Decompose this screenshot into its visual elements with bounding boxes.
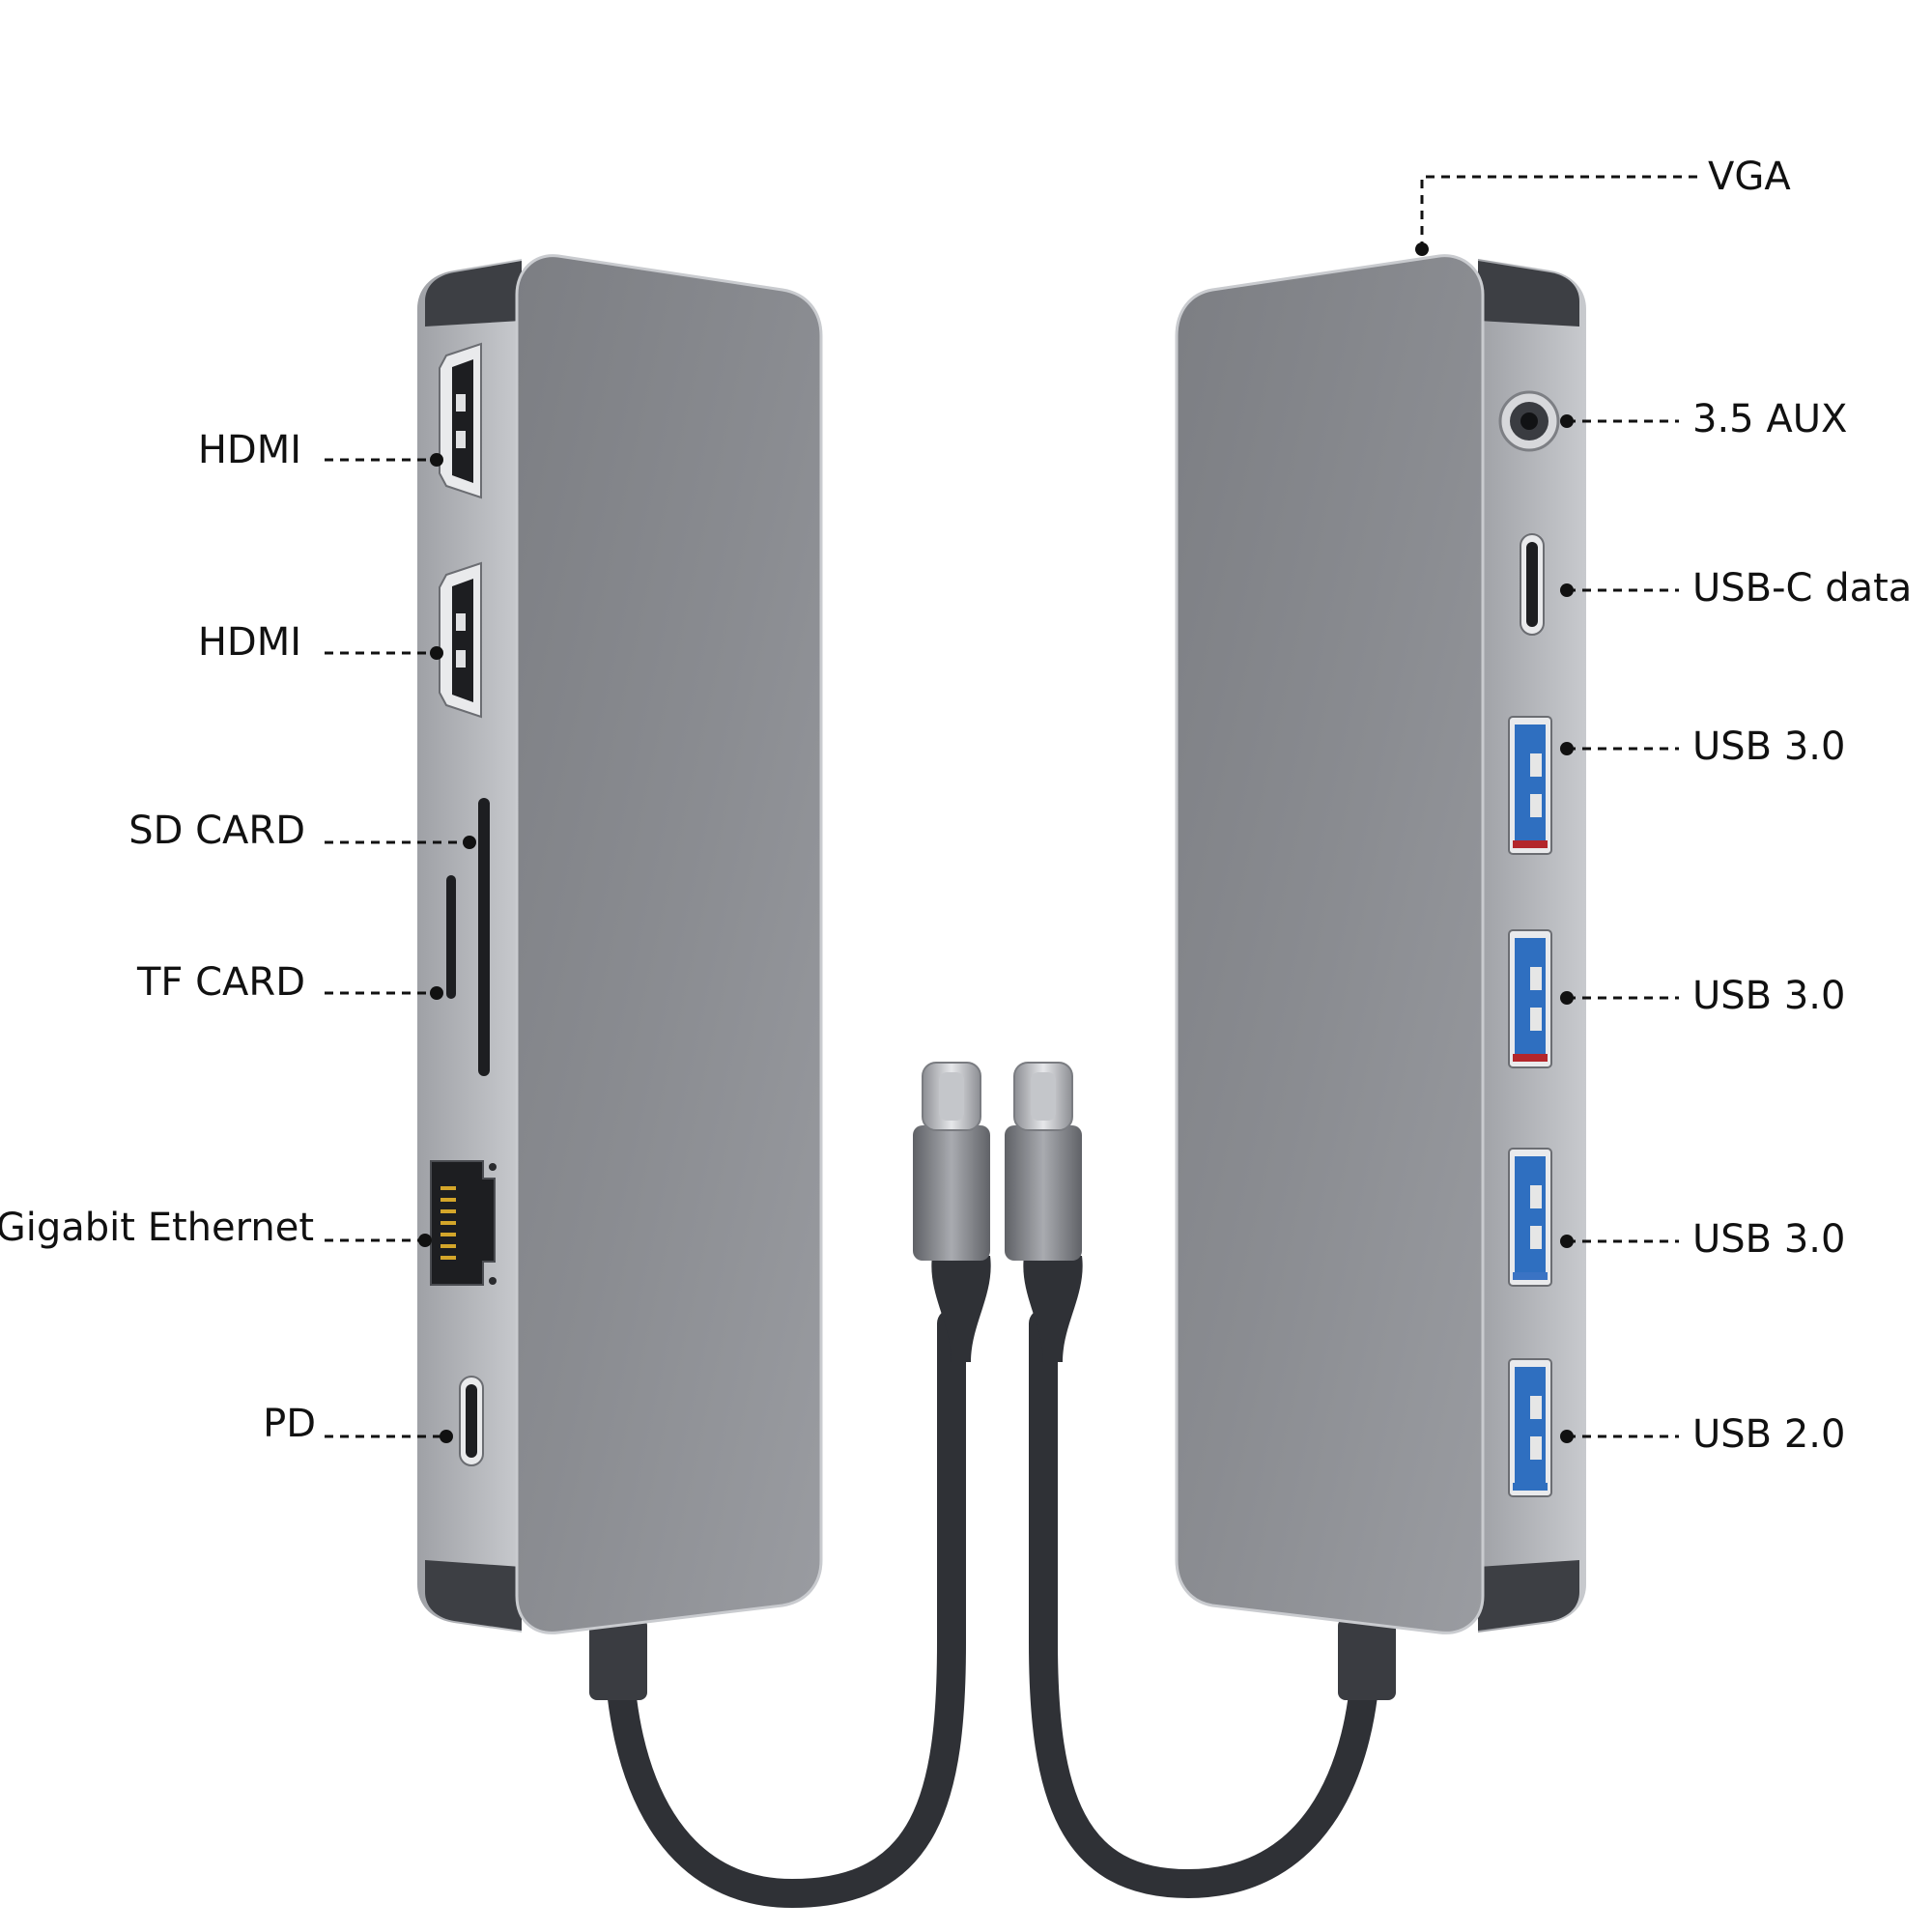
usb-a-port-icon bbox=[1508, 716, 1552, 855]
left-callouts: HDMI HDMI SD CARD TF CARD Gigabit Ethern… bbox=[0, 428, 476, 1446]
hub-left-front-face bbox=[517, 255, 821, 1634]
leader-dot bbox=[418, 1234, 432, 1247]
leader-dot bbox=[1560, 583, 1574, 597]
leader-dot bbox=[1560, 742, 1574, 755]
label-hdmi-1: HDMI bbox=[198, 428, 301, 472]
usb-c-plug-right bbox=[1005, 1062, 1083, 1362]
hub-right bbox=[1175, 254, 1586, 1634]
label-gigabit-ethernet: Gigabit Ethernet bbox=[0, 1206, 314, 1250]
leader-dot bbox=[1415, 242, 1429, 256]
leader-dot bbox=[430, 646, 443, 660]
hub-left-end-cap-bottom bbox=[425, 1560, 522, 1631]
label-3-5-aux: 3.5 AUX bbox=[1692, 397, 1847, 441]
leader-line bbox=[1420, 175, 1697, 249]
leader-dot bbox=[1560, 1430, 1574, 1443]
label-pd: PD bbox=[263, 1402, 316, 1446]
usb-a-port-icon bbox=[1508, 1358, 1552, 1497]
label-usb-3-0-3: USB 3.0 bbox=[1692, 1217, 1845, 1262]
leader-dot bbox=[1560, 991, 1574, 1005]
label-usb-3-0-1: USB 3.0 bbox=[1692, 724, 1845, 769]
cable-strain-relief-left bbox=[589, 1618, 647, 1700]
hub-left-end-cap-top bbox=[425, 261, 522, 327]
rj45-port-icon bbox=[430, 1160, 497, 1286]
usb-a-port-icon bbox=[1508, 929, 1552, 1068]
card-slot-icon bbox=[446, 875, 456, 999]
label-hdmi-2: HDMI bbox=[198, 620, 301, 665]
hdmi-port-icon bbox=[439, 342, 482, 499]
cable-left bbox=[604, 1309, 966, 1909]
label-usb-2-0: USB 2.0 bbox=[1692, 1412, 1845, 1457]
audio-jack-icon bbox=[1498, 390, 1560, 452]
leader-dot bbox=[463, 836, 476, 849]
leader-dot bbox=[440, 1430, 453, 1443]
label-tf-card: TF CARD bbox=[136, 960, 305, 1005]
label-vga: VGA bbox=[1708, 155, 1791, 199]
usb-a-port-icon bbox=[1508, 1148, 1552, 1287]
right-callouts: VGA 3.5 AUX USB-C data USB 3.0 USB 3.0 U… bbox=[1415, 155, 1912, 1457]
label-usb-3-0-2: USB 3.0 bbox=[1692, 974, 1845, 1018]
card-slot-icon bbox=[478, 798, 490, 1076]
leader-dot bbox=[430, 453, 443, 467]
hdmi-port-icon bbox=[439, 561, 482, 719]
leader-dot bbox=[1560, 1235, 1574, 1248]
hub-left bbox=[417, 254, 823, 1634]
hub-right-end-cap-bottom bbox=[1478, 1560, 1579, 1631]
usb-c-port-icon bbox=[1520, 533, 1545, 636]
leader-dot bbox=[1560, 414, 1574, 428]
hub-right-end-cap-top bbox=[1478, 261, 1579, 327]
usb-c-port-icon bbox=[459, 1376, 484, 1466]
hub-right-front-face bbox=[1177, 255, 1483, 1634]
leader-dot bbox=[430, 986, 443, 1000]
label-usb-c-data: USB-C data bbox=[1692, 566, 1912, 611]
cable-strain-relief-right bbox=[1338, 1618, 1396, 1700]
cable-right bbox=[1029, 1309, 1381, 1899]
label-sd-card: SD CARD bbox=[128, 809, 305, 853]
cables bbox=[589, 1309, 1396, 1909]
usb-c-plug-left bbox=[913, 1062, 991, 1362]
